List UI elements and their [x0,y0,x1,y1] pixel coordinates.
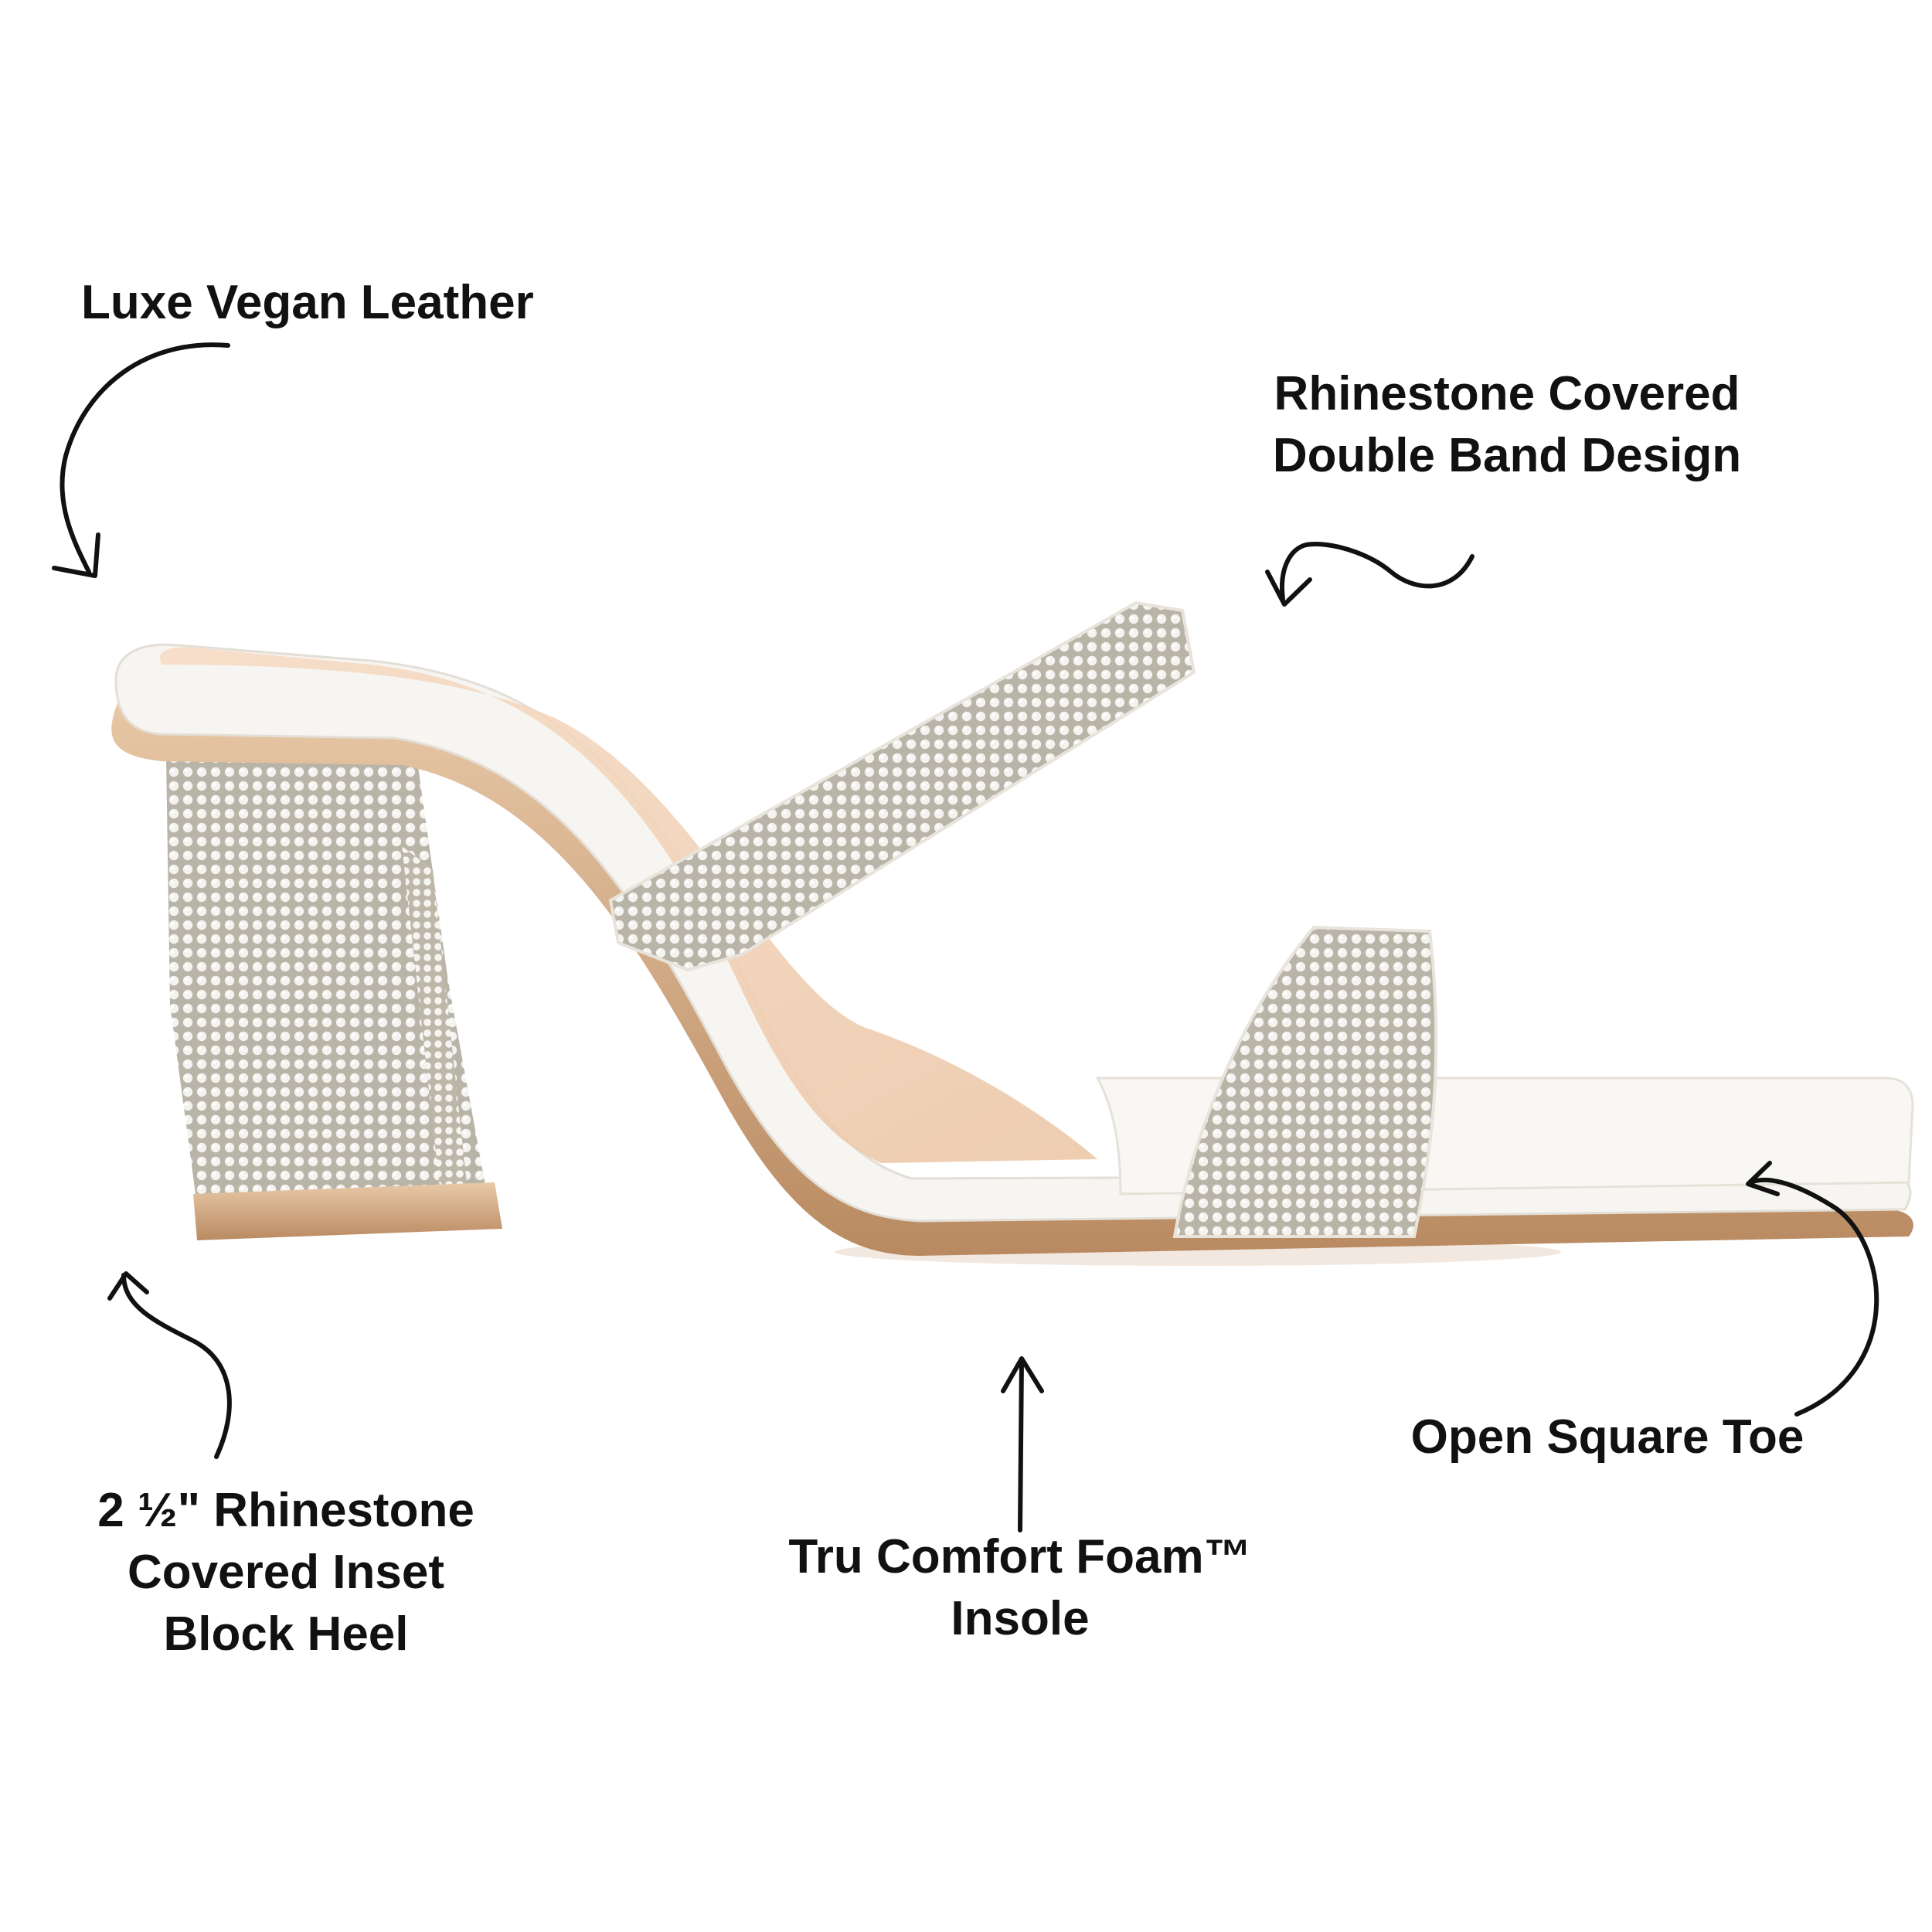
label-double-band-line2: Double Band Design [1272,429,1742,482]
heel-inset-edge [402,846,468,1194]
label-block-heel: 2 ½" Rhinestone Covered Inset Block Heel [23,1480,549,1665]
arrow-vegan-leather [52,342,230,578]
label-square-toe: Open Square Toe [1360,1406,1855,1468]
front-band [1172,925,1438,1238]
label-comfort-foam-line1: Tru Comfort Foam™ [788,1530,1252,1583]
label-block-heel-line2: Covered Inset [127,1546,445,1599]
label-block-heel-line1: 2 ½" Rhinestone [97,1484,474,1537]
label-block-heel-line3: Block Heel [163,1607,409,1661]
sole [111,683,1913,1256]
label-double-band-line1: Rhinestone Covered [1274,367,1740,420]
label-vegan-leather: Luxe Vegan Leather [81,272,534,334]
label-double-band: Rhinestone Covered Double Band Design [1082,363,1932,487]
heel-base [193,1182,502,1240]
label-comfort-foam: Tru Comfort Foam™ Insole [711,1526,1329,1650]
label-vegan-leather-text: Luxe Vegan Leather [81,276,534,329]
footbed [159,647,1098,1163]
arrow-square-toe [1746,1161,1879,1417]
arrow-insole [1001,1356,1044,1532]
label-square-toe-text: Open Square Toe [1410,1410,1804,1464]
rear-band [608,600,1196,972]
arrow-double-band [1265,542,1475,607]
label-comfort-foam-line2: Insole [951,1592,1090,1645]
arrow-block-heel [107,1271,232,1459]
